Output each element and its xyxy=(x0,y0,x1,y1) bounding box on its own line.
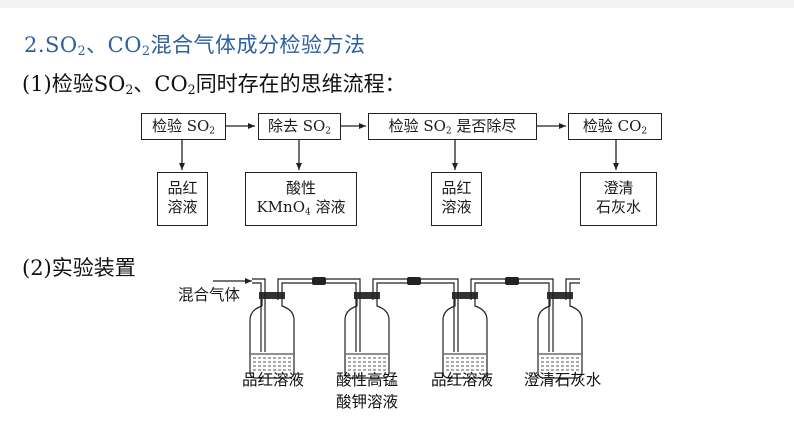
bottle-4 xyxy=(537,291,583,379)
reagent-box-4: 澄清 石灰水 xyxy=(580,172,657,226)
bottle-label-4: 澄清石灰水 xyxy=(523,371,602,389)
section-title: 2.SO2、CO2混合气体成分检验方法 xyxy=(24,33,366,59)
rubber-connectors xyxy=(312,277,519,285)
apparatus-subtitle: (2)实验装置 xyxy=(22,256,136,280)
reagent-box-2: 酸性 KMnO4 溶液 xyxy=(245,172,357,226)
bottle-1 xyxy=(249,291,295,379)
flow-step-check-so2-removed: 检验 SO2 是否除尽 xyxy=(368,113,537,140)
top-strip xyxy=(0,0,794,8)
flow-step-check-so2: 检验 SO2 xyxy=(141,113,226,140)
bottle-label-1: 品红溶液 xyxy=(241,371,304,389)
bottle-2 xyxy=(344,291,390,379)
reagent-box-3: 品红 溶液 xyxy=(431,172,482,226)
reagent-box-1: 品红 溶液 xyxy=(157,172,208,226)
bottle-label-3: 品红溶液 xyxy=(430,371,493,389)
flow-subtitle: (1)检验SO2、CO2同时存在的思维流程： xyxy=(22,72,406,98)
bottle-label-2: 酸性高锰酸钾溶液 xyxy=(335,371,398,411)
flow-step-remove-so2: 除去 SO2 xyxy=(258,113,341,140)
gas-inlet-label: 混合气体 xyxy=(178,286,241,304)
flow-step-check-co2: 检验 CO2 xyxy=(568,113,662,140)
bottle-3 xyxy=(442,291,488,379)
glass-tubes xyxy=(252,278,580,352)
